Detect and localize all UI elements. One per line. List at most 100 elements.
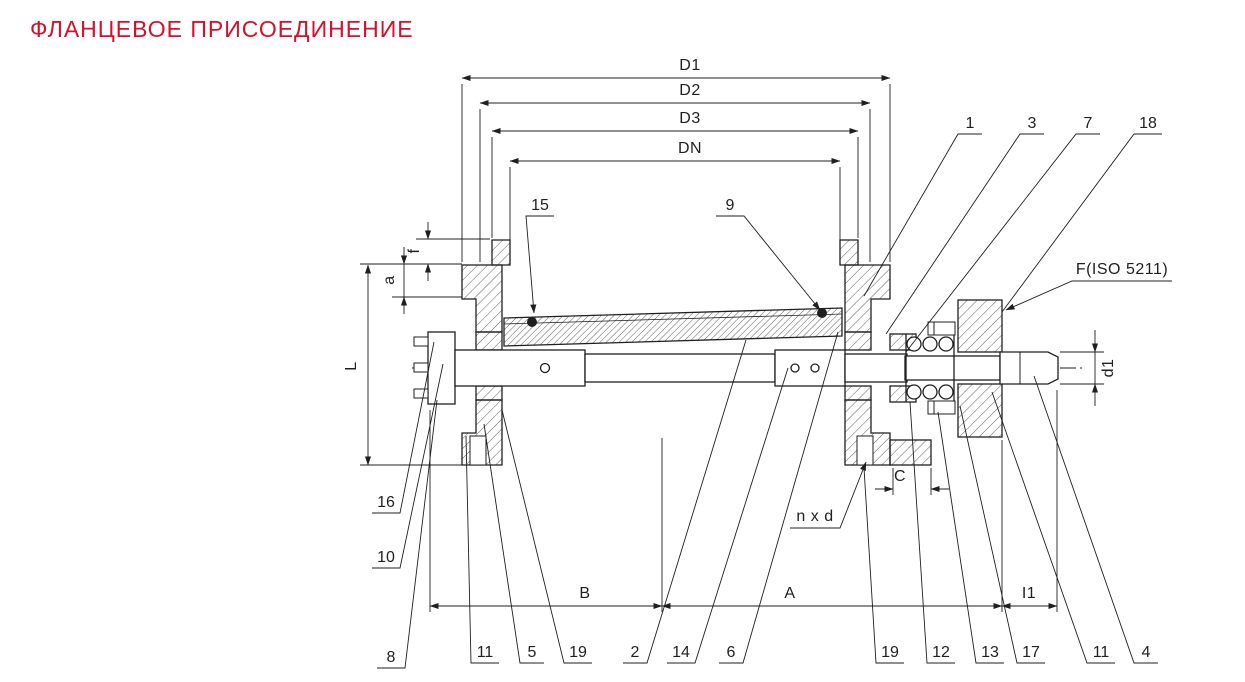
cover-bolt-top (413, 336, 429, 347)
callout-part-18: 18 (1139, 115, 1157, 132)
dim-label-C: C (894, 468, 906, 485)
shaft-through-wall (844, 353, 908, 383)
body-wall-right-lower (844, 385, 872, 401)
hub-pin-right-2 (810, 363, 820, 373)
callout-part-3: 3 (1028, 115, 1037, 132)
spring-coil (938, 336, 954, 352)
shaft-spring-section (904, 355, 1001, 381)
disc-lamination-line (503, 313, 843, 325)
dim-label-B: B (579, 585, 590, 602)
left-dimensions: f a L (343, 222, 490, 466)
spring-coil (922, 336, 938, 352)
callout-part-9: 9 (726, 197, 735, 214)
dim-label-L: L (343, 361, 360, 370)
top-flange-raised-face-left (491, 239, 511, 266)
leader-part-7 (905, 133, 1100, 353)
iso-mount-upper (957, 299, 1003, 353)
leader-part-16 (372, 341, 435, 514)
right-dimension-d1: d1 (1060, 330, 1117, 406)
callout-part-11b: 11 (1093, 644, 1110, 661)
page-title: ФЛАНЦЕВОЕ ПРИСОЕДИНЕНИЕ (30, 16, 414, 42)
top-flange-left-section (461, 264, 503, 333)
disc-seal-right (817, 308, 827, 318)
leader-part-11a (465, 435, 499, 664)
mount-bolt-upper (927, 321, 956, 336)
hub-pin-right-1 (790, 363, 800, 373)
mount-bolt-lower (927, 400, 956, 415)
callout-part-11a: 11 (477, 644, 494, 661)
dim-label-D1: D1 (679, 57, 700, 74)
bolt-hole-left (469, 435, 487, 466)
shaft-end (999, 351, 1059, 385)
callout-part-1: 1 (966, 115, 975, 132)
part-callouts: 1 3 7 18 15 9 16 10 8 11 5 19 (372, 115, 1162, 669)
callout-part-10: 10 (377, 549, 395, 566)
leader-part-19b (863, 467, 904, 664)
body-wall-left-upper (475, 331, 503, 351)
shaft-left-cover (427, 331, 456, 405)
leader-part-19a (501, 409, 592, 664)
body-wall-right-upper (844, 331, 872, 351)
leader-part-6 (719, 331, 839, 664)
callout-part-15: 15 (531, 197, 549, 214)
spring-coil (906, 384, 922, 400)
callout-part-13: 13 (981, 644, 999, 661)
leader-part-3 (885, 133, 1044, 335)
leader-part-14 (667, 367, 789, 664)
leader-iso (1005, 280, 1172, 311)
callout-part-12: 12 (932, 644, 950, 661)
leader-part-5 (483, 423, 544, 664)
shaft-hub-left (454, 349, 586, 387)
valve-disc (503, 307, 843, 347)
callout-part-6: 6 (727, 644, 736, 661)
shaft-hub-right (774, 349, 846, 387)
shaft-middle (584, 353, 776, 383)
bolt-hole-right (856, 435, 874, 466)
dim-label-a: a (381, 275, 398, 284)
callout-part-16: 16 (377, 494, 395, 511)
spring-coil (906, 336, 922, 352)
callout-part-2: 2 (631, 644, 640, 661)
callout-part-14: 14 (672, 644, 690, 661)
spring-coil (922, 384, 938, 400)
leader-nxd (790, 461, 867, 529)
leader-part-8 (377, 399, 438, 669)
leader-part-13 (937, 411, 1004, 664)
dim-label-f: f (406, 248, 423, 253)
leader-part-2 (623, 339, 747, 664)
dim-label-iso: F(ISO 5211) (1076, 261, 1168, 278)
dim-label-A: A (784, 585, 795, 602)
iso-flange-callout: F(ISO 5211) (1005, 261, 1172, 311)
cover-bolt-middle (413, 362, 429, 373)
dim-label-d1: d1 (1100, 359, 1117, 378)
disc-seal-left (527, 317, 537, 327)
top-flange-raised-face-right (839, 239, 859, 266)
spring-coil (938, 384, 954, 400)
leader-part-1 (863, 133, 982, 297)
leader-part-18 (1001, 133, 1162, 313)
bottom-dimensions: B A I1 C n x d (429, 390, 1058, 612)
callout-part-17: 17 (1022, 644, 1040, 661)
dim-label-nxd: n x d (796, 508, 833, 525)
leader-part-15 (525, 215, 554, 314)
callout-part-8: 8 (387, 649, 396, 666)
valve-section-view (412, 239, 1082, 466)
dim-label-DN: DN (678, 140, 702, 157)
hub-pin-left (539, 362, 551, 374)
leader-part-10 (372, 363, 444, 569)
iso-mount-lower (957, 383, 1003, 438)
leader-part-4 (1033, 375, 1158, 664)
top-dimensions: D1 D2 D3 DN (461, 57, 891, 262)
leader-part-11b (991, 391, 1115, 664)
callout-part-4: 4 (1142, 644, 1151, 661)
body-wall-left-lower (475, 385, 503, 401)
mount-foot-step (889, 439, 932, 466)
callout-part-19a: 19 (569, 644, 587, 661)
callout-part-19b: 19 (881, 644, 899, 661)
leader-part-17 (959, 405, 1045, 664)
cover-bolt-bottom (413, 388, 429, 399)
callout-part-5: 5 (528, 644, 537, 661)
top-flange-right-section (844, 264, 891, 333)
